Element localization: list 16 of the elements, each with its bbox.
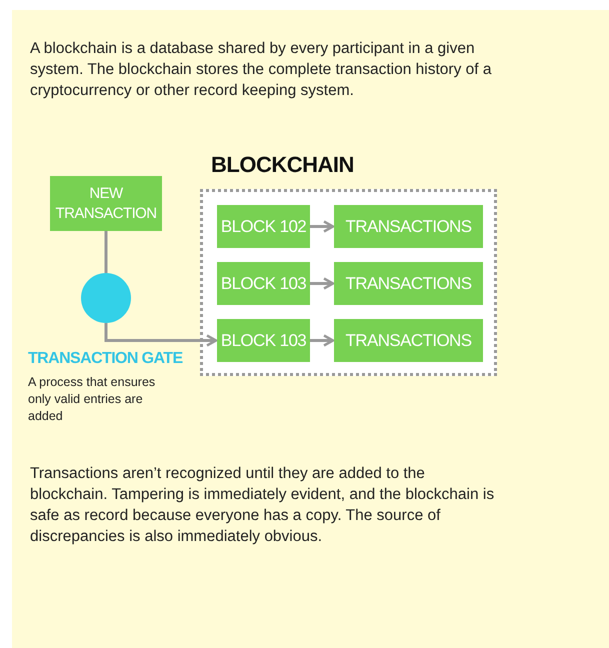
block-box: BLOCK 103 — [217, 319, 310, 362]
transaction-box: NEW TRANSACTION — [50, 176, 162, 231]
block-box: BLOCK 103 — [217, 262, 310, 305]
block-box: BLOCK 102 — [217, 205, 310, 248]
block-box: TRANSACTIONS — [334, 205, 483, 248]
gate-title: TRANSACTION GATE — [28, 350, 183, 368]
arrow — [104, 323, 218, 347]
arrow — [310, 334, 334, 347]
gate-description: A process that ensures only valid entries are added — [28, 374, 156, 425]
arrow — [310, 277, 334, 290]
blockchain-heading: BLOCKCHAIN — [211, 152, 354, 178]
paragraph: A blockchain is a database shared by every participant in a given system. The blockchain stores the complete transaction history of a cryptocurrency or other record keeping system. — [30, 39, 492, 101]
paragraph: Transactions aren’t recognized until they are added to the blockchain. Tampering is immediately evident, and the blockchain is safe as record because everyone has a copy. The source of discrepancies is also immediately obvious. — [30, 464, 496, 547]
block-box: TRANSACTIONS — [334, 262, 483, 305]
arrow — [310, 220, 334, 233]
block-box: TRANSACTIONS — [334, 319, 483, 362]
